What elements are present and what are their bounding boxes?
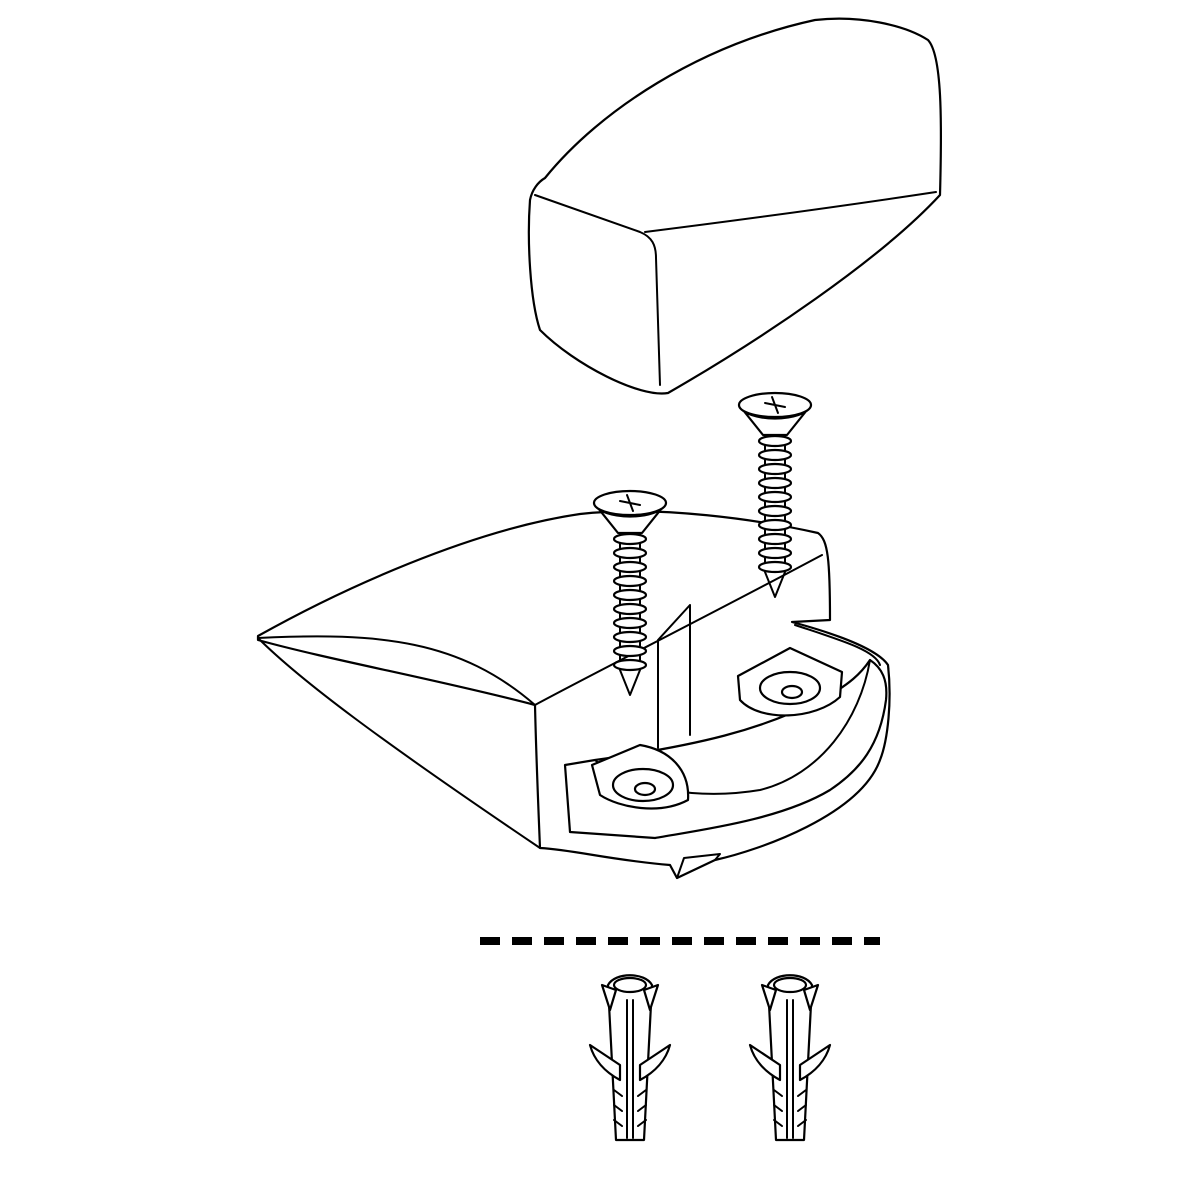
wall-anchor <box>588 974 672 1142</box>
cover-cap <box>527 17 943 395</box>
base-body <box>256 510 891 880</box>
screw <box>737 391 813 598</box>
wall-anchor <box>748 974 832 1142</box>
screw <box>592 489 668 696</box>
